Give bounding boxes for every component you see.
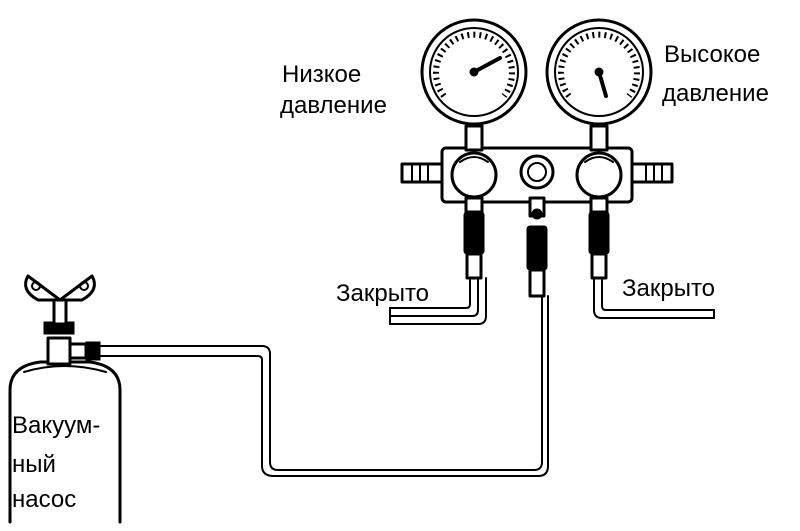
low-side-hose — [389, 196, 487, 325]
high-gauge-face — [554, 27, 644, 117]
low-pressure-label-line1: Низкое — [282, 61, 361, 88]
pump-label-line1: Вакуум- — [12, 412, 100, 439]
high-hose-coupler — [588, 211, 610, 255]
high-pressure-gauge — [545, 18, 653, 152]
closed-label-right: Закрыто — [622, 275, 715, 302]
low-hose-connector — [464, 196, 484, 214]
pump-outlet-nut — [85, 341, 101, 361]
center-hose-ferrule — [528, 268, 546, 298]
gauge-manifold — [400, 146, 674, 204]
sight-glass — [519, 154, 555, 190]
high-side-hose — [588, 196, 715, 319]
high-gauge-pivot — [594, 67, 604, 77]
low-knob-highlight — [459, 156, 489, 163]
pump-outlet-fitting — [68, 342, 88, 360]
low-side-valve-knob — [450, 151, 498, 199]
high-side-valve-knob — [575, 151, 623, 199]
pump-handle-hole-right — [79, 281, 89, 291]
low-gauge-stem — [464, 124, 484, 152]
right-port-threads — [645, 163, 663, 183]
pump-valve-stem — [52, 298, 68, 326]
pump-valve-body — [46, 336, 72, 366]
pump-handle-left-wing — [24, 274, 62, 302]
high-knob-highlight — [584, 156, 614, 163]
pump-handle-hole-left — [31, 281, 41, 291]
hose-outer-line — [99, 295, 543, 471]
low-hose-outer — [389, 277, 479, 317]
low-gauge-pivot — [469, 67, 479, 77]
low-pressure-gauge — [420, 18, 528, 152]
low-gauge-scale — [433, 31, 515, 98]
high-gauge-scale — [558, 31, 640, 98]
pump-label-line2: ный — [12, 451, 56, 478]
low-hose-end — [389, 277, 487, 325]
pump-shoulder-line — [23, 365, 107, 373]
sight-glass-inner — [527, 162, 547, 182]
pump-label-line3: насос — [12, 486, 76, 513]
left-side-port — [400, 162, 444, 184]
low-hose-inner — [389, 277, 471, 309]
left-port-threads — [411, 163, 429, 183]
high-pressure-label-line1: Высокое — [664, 41, 760, 68]
hose-inner-line — [99, 295, 549, 477]
high-hose-inner — [601, 277, 715, 311]
center-hose-coupler — [526, 225, 548, 271]
high-hose-outer — [593, 277, 715, 319]
high-hose-ferrule — [590, 252, 608, 280]
low-hose-ferrule — [465, 252, 483, 280]
high-pressure-label-line2: давление — [662, 80, 769, 107]
low-gauge-needle — [472, 56, 502, 74]
low-hose-coupler — [463, 211, 485, 255]
high-gauge-stem — [589, 124, 609, 152]
vacuum-hose — [99, 295, 549, 477]
center-hose-valve — [531, 208, 543, 220]
pump-handle-right-wing — [58, 274, 96, 302]
low-gauge-face — [429, 27, 519, 117]
center-service-hose — [526, 196, 548, 298]
closed-label-left: Закрыто — [336, 280, 429, 307]
high-hose-connector — [589, 196, 609, 214]
vacuum-pump — [8, 274, 122, 524]
low-pressure-label-line2: давление — [280, 92, 387, 119]
right-side-port — [630, 162, 674, 184]
